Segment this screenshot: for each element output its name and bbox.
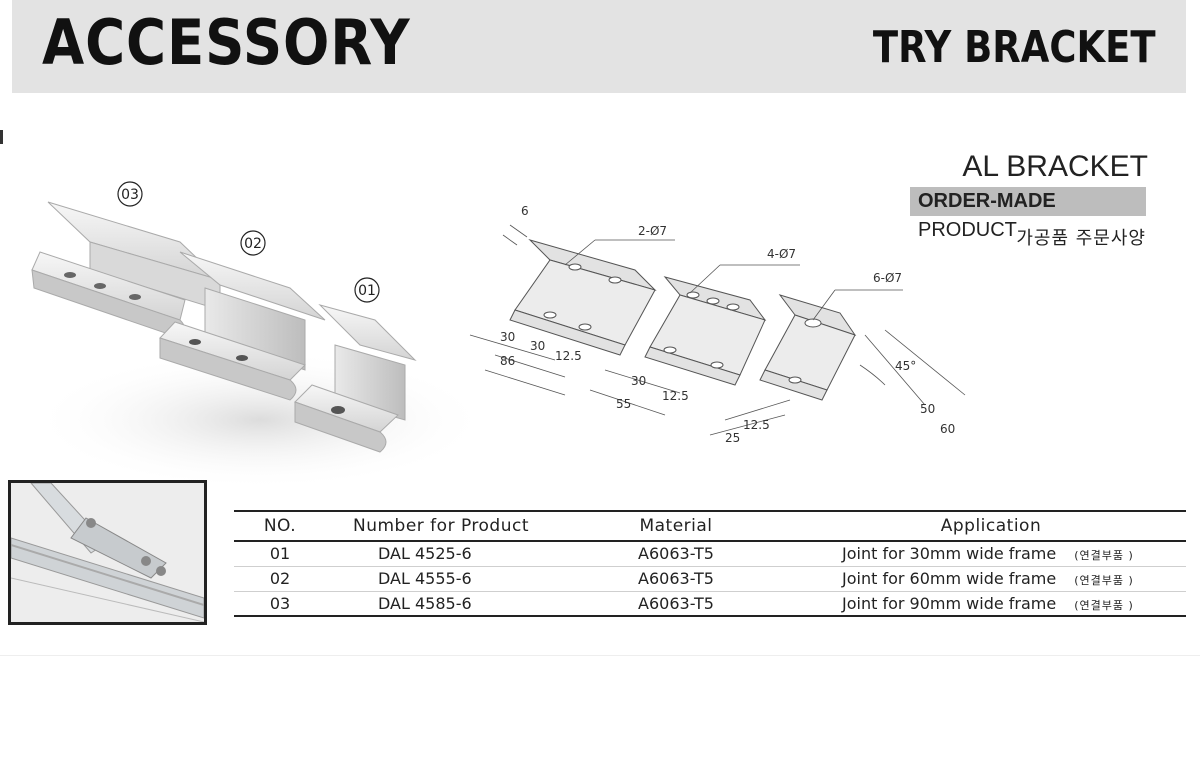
dim-30b: 30 bbox=[530, 339, 545, 353]
hole-label-2: 2-Ø7 bbox=[638, 224, 667, 238]
row-note: (연결부품 ) bbox=[1074, 549, 1134, 563]
order-made-badge: ORDER-MADE PRODUCT bbox=[910, 187, 1146, 241]
dim-55: 55 bbox=[616, 397, 631, 411]
row-number: DAL 4555-6 bbox=[326, 566, 556, 592]
row-number: DAL 4585-6 bbox=[326, 591, 556, 617]
row-material: A6063-T5 bbox=[556, 591, 796, 617]
row-material: A6063-T5 bbox=[556, 566, 796, 592]
row-note: (연결부품 ) bbox=[1074, 598, 1134, 612]
technical-drawing: 2-Ø7 4-Ø7 6-Ø7 6 45° 30 30 12.5 86 30 12… bbox=[469, 204, 966, 445]
divider bbox=[0, 655, 1200, 656]
header-band bbox=[12, 0, 1186, 93]
spec-table: NO. Number for Product Material Applicat… bbox=[234, 510, 1186, 617]
row-number: DAL 4525-6 bbox=[326, 541, 556, 567]
row-no: 03 bbox=[234, 591, 326, 617]
dim-86: 86 bbox=[500, 354, 515, 368]
dim-12-5b: 12.5 bbox=[662, 389, 689, 403]
row-no: 02 bbox=[234, 566, 326, 592]
table-row: 02 DAL 4555-6 A6063-T5 Joint for 60mm wi… bbox=[234, 566, 1186, 592]
hole-label-4: 4-Ø7 bbox=[767, 247, 796, 261]
product-name: AL BRACKET bbox=[962, 150, 1148, 183]
photo-label-01: 01 bbox=[358, 283, 376, 299]
row-application: Joint for 30mm wide frame bbox=[842, 544, 1057, 564]
angle-dim: 45° bbox=[895, 359, 916, 373]
dim-50: 50 bbox=[920, 402, 935, 416]
header-material: Material bbox=[556, 510, 796, 542]
row-application: Joint for 90mm wide frame bbox=[842, 593, 1057, 613]
row-material: A6063-T5 bbox=[556, 541, 796, 567]
header-number: Number for Product bbox=[326, 510, 556, 542]
dim-60: 60 bbox=[940, 422, 955, 436]
table-row: 03 DAL 4585-6 A6063-T5 Joint for 90mm wi… bbox=[234, 591, 1186, 617]
photo-label-03: 03 bbox=[121, 187, 139, 203]
order-made-rest: PRODUCT bbox=[918, 219, 1017, 241]
page-subtitle: TRY BRACKET bbox=[873, 22, 1156, 73]
row-note: (연결부품 ) bbox=[1074, 574, 1134, 587]
header-no: NO. bbox=[234, 510, 326, 542]
row-application-cell: Joint for 60mm wide frame (연결부품 ) bbox=[796, 566, 1186, 592]
row-application-cell: Joint for 30mm wide frame (연결부품 ) bbox=[796, 541, 1186, 567]
dim-25: 25 bbox=[725, 431, 740, 445]
usage-photo-illustration bbox=[11, 483, 204, 622]
custom-order-note: 가공품 주문사양 bbox=[1016, 228, 1146, 249]
edge-mark bbox=[0, 130, 3, 144]
dim-12-5c: 12.5 bbox=[743, 418, 770, 432]
page-title: ACCESSORY bbox=[42, 6, 411, 79]
dim-30c: 30 bbox=[631, 374, 646, 388]
hole-label-6: 6-Ø7 bbox=[873, 271, 902, 285]
bracket-02 bbox=[159, 251, 326, 401]
table-row: 01 DAL 4525-6 A6063-T5 Joint for 30mm wi… bbox=[234, 541, 1186, 567]
dim-12-5a: 12.5 bbox=[555, 349, 582, 363]
bracket-03 bbox=[31, 201, 221, 339]
header-application: Application bbox=[796, 510, 1186, 542]
row-no: 01 bbox=[234, 541, 326, 567]
table-header-row: NO. Number for Product Material Applicat… bbox=[234, 510, 1186, 542]
row-application: Joint for 60mm wide frame bbox=[842, 569, 1057, 588]
thickness-dim: 6 bbox=[521, 204, 529, 218]
photo-label-02: 02 bbox=[244, 236, 262, 252]
order-made-bold: ORDER-MADE bbox=[918, 190, 1056, 212]
row-application-cell: Joint for 90mm wide frame (연결부품 ) bbox=[796, 591, 1186, 617]
dim-30a: 30 bbox=[500, 330, 515, 344]
usage-photo bbox=[8, 480, 207, 625]
bracket-photo: 03 02 01 bbox=[30, 181, 470, 490]
bracket-01 bbox=[294, 304, 417, 453]
